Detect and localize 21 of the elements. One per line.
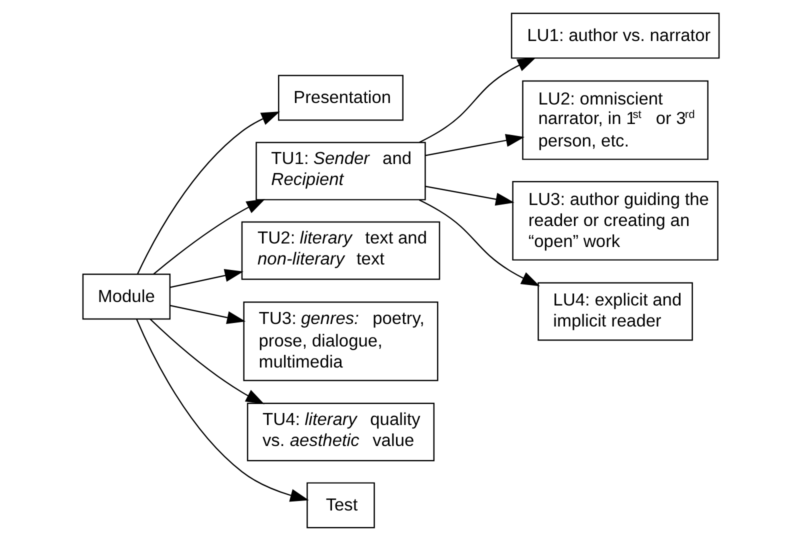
arrow — [150, 318, 264, 404]
node-box: Module — [82, 274, 171, 320]
node-box: TU4: literary quality vs. aesthetic value — [246, 402, 435, 462]
node-box: LU3: author guiding the reader or creating an “open” work — [512, 181, 718, 261]
node-box: TU3: genres: poetry, prose, dialogue, multimedia — [243, 302, 438, 382]
arrow — [419, 58, 536, 143]
node-box: LU2: omniscient narrator, in 1$^{st}$ or 3$^{rd}$ person, etc. — [522, 80, 708, 160]
node-box: TU1: Sender and Recipient — [256, 142, 426, 200]
node-box: Presentation — [278, 74, 404, 121]
node-box: LU4: explicit and implicit reader — [538, 282, 693, 341]
arrow — [425, 134, 525, 156]
node-box: Test — [306, 482, 375, 528]
arrow — [137, 112, 280, 274]
arrow — [425, 186, 514, 206]
arrow — [170, 304, 246, 324]
node-box: TU2: literary text and non-literary text — [241, 221, 440, 280]
arrow — [170, 269, 244, 288]
arrow — [136, 319, 309, 502]
node-box: LU1: author vs. narrator — [510, 12, 720, 59]
arrow — [153, 199, 266, 275]
arrow — [418, 199, 540, 286]
